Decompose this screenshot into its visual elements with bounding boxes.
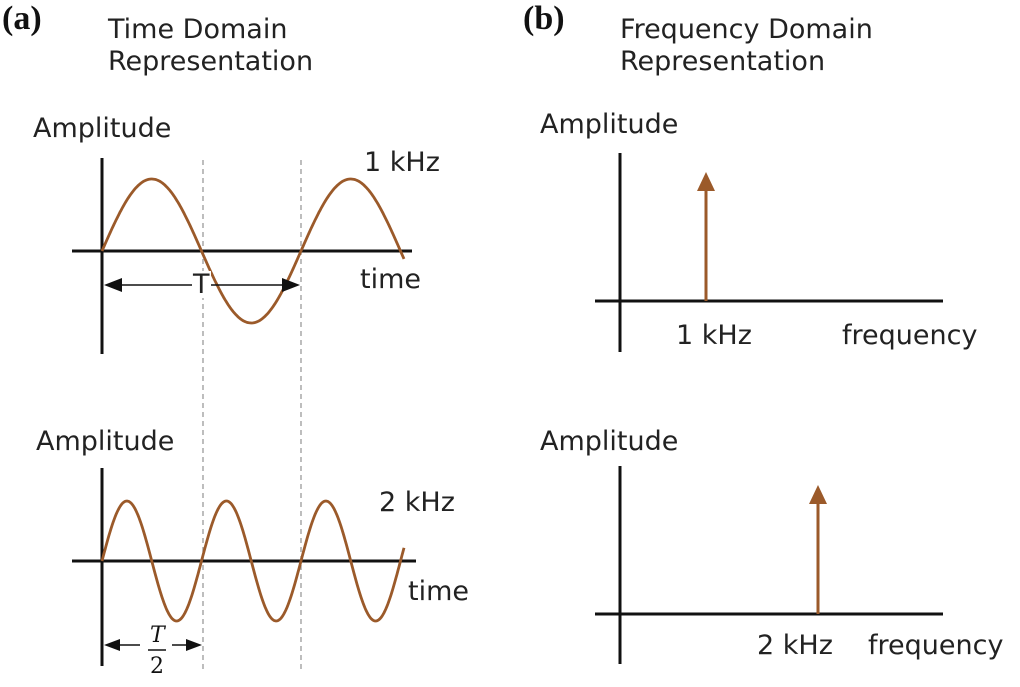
b-top-spike-arrowhead: [697, 172, 715, 191]
a-top-x-label: time: [360, 264, 422, 295]
b-bottom-x-label: frequency: [868, 630, 1004, 661]
b-top-y-label: Amplitude: [540, 109, 679, 140]
b-top-tick-label: 1 kHz: [676, 320, 752, 351]
a-top-freq-label: 1 kHz: [364, 147, 440, 178]
a-bottom-period-denominator: 2: [150, 654, 164, 679]
panel-b-heading: Frequency Domain Representation: [620, 14, 873, 77]
a-top-sine-1khz: [100, 177, 406, 325]
b-top-x-label: frequency: [842, 320, 978, 351]
a-top-period-arrow-left: [104, 278, 122, 292]
panel-a-heading: Time Domain Representation: [108, 14, 314, 77]
b-bottom-tick-label: 2 kHz: [757, 630, 833, 661]
a-bottom-half-period-arrow-right: [186, 639, 202, 651]
a-top-period-arrow-right: [282, 278, 300, 292]
a-bottom-y-label: Amplitude: [36, 426, 175, 457]
panel-a-label: (a): [2, 0, 42, 37]
a-top-y-label: Amplitude: [33, 113, 172, 144]
a-bottom-sine-2khz: [100, 499, 406, 623]
panel-b-label: (b): [523, 0, 565, 37]
a-top-period-label: T: [192, 269, 211, 300]
a-bottom-x-label: time: [408, 576, 470, 607]
a-bottom-half-period-arrow-left: [104, 639, 120, 651]
a-bottom-period-numerator: T: [150, 623, 165, 648]
b-bottom-spike-arrowhead: [809, 485, 827, 504]
b-bottom-y-label: Amplitude: [540, 426, 679, 457]
a-bottom-freq-label: 2 kHz: [379, 487, 455, 518]
